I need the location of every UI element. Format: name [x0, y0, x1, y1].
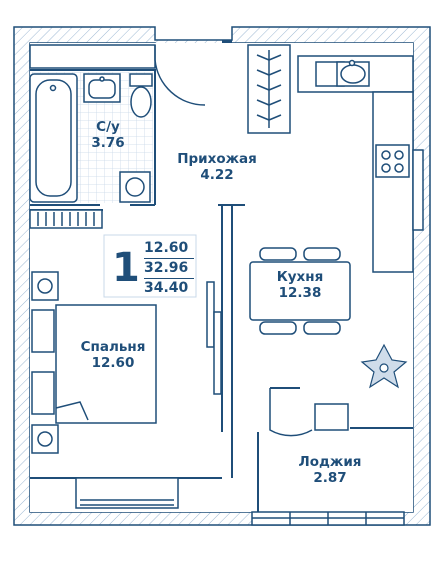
bedroom-name: Спальня [80, 339, 146, 355]
summary-box [103, 234, 197, 298]
kitchen-area: 12.38 [278, 284, 322, 301]
bedroom-wardrobe [29, 209, 103, 229]
living-area: 12.60 [144, 240, 189, 256]
washing-machine [119, 171, 151, 203]
plant-icon [360, 343, 408, 389]
bathtub [29, 73, 78, 203]
total-area: 32.96 [144, 260, 189, 276]
bedroom-window [75, 477, 179, 509]
hallway-label: Прихожая 4.22 [162, 151, 272, 183]
nightstand-top [31, 271, 59, 301]
hallway-area: 4.22 [200, 166, 234, 183]
bed [31, 304, 157, 424]
bathroom-label: С/у 3.76 [82, 119, 134, 151]
rooms-count: 1 [112, 245, 140, 291]
bathroom-area: 3.76 [91, 134, 125, 151]
total-with-loggia: 34.40 [144, 280, 189, 296]
bedroom-sliding-door [206, 281, 222, 395]
kitchen-name: Кухня [276, 269, 324, 285]
total-area-rule [144, 278, 194, 279]
nightstand-bottom [31, 424, 59, 454]
bedroom-label: Спальня 12.60 [68, 339, 158, 371]
loggia-door [269, 388, 313, 437]
bathroom-top-strip [29, 44, 156, 69]
bathroom-name: С/у [96, 119, 120, 135]
kitchen-window-sill [314, 403, 349, 431]
bathroom-door [154, 45, 206, 106]
bathroom-sink [83, 73, 121, 103]
loggia-window [251, 511, 405, 526]
kitchen-window [412, 149, 424, 231]
hallway-name: Прихожая [177, 151, 257, 167]
kitchen-counter [297, 55, 414, 273]
interior-walls [30, 69, 413, 512]
bedroom-area: 12.60 [91, 354, 135, 371]
hallway-wardrobe [247, 44, 291, 134]
toilet [129, 73, 153, 118]
living-area-rule [144, 258, 194, 259]
loggia-name: Лоджия [298, 454, 362, 470]
dining-table [249, 247, 351, 335]
kitchen-label: Кухня 12.38 [265, 269, 335, 301]
loggia-area: 2.87 [313, 469, 347, 486]
loggia-label: Лоджия 2.87 [285, 454, 375, 486]
